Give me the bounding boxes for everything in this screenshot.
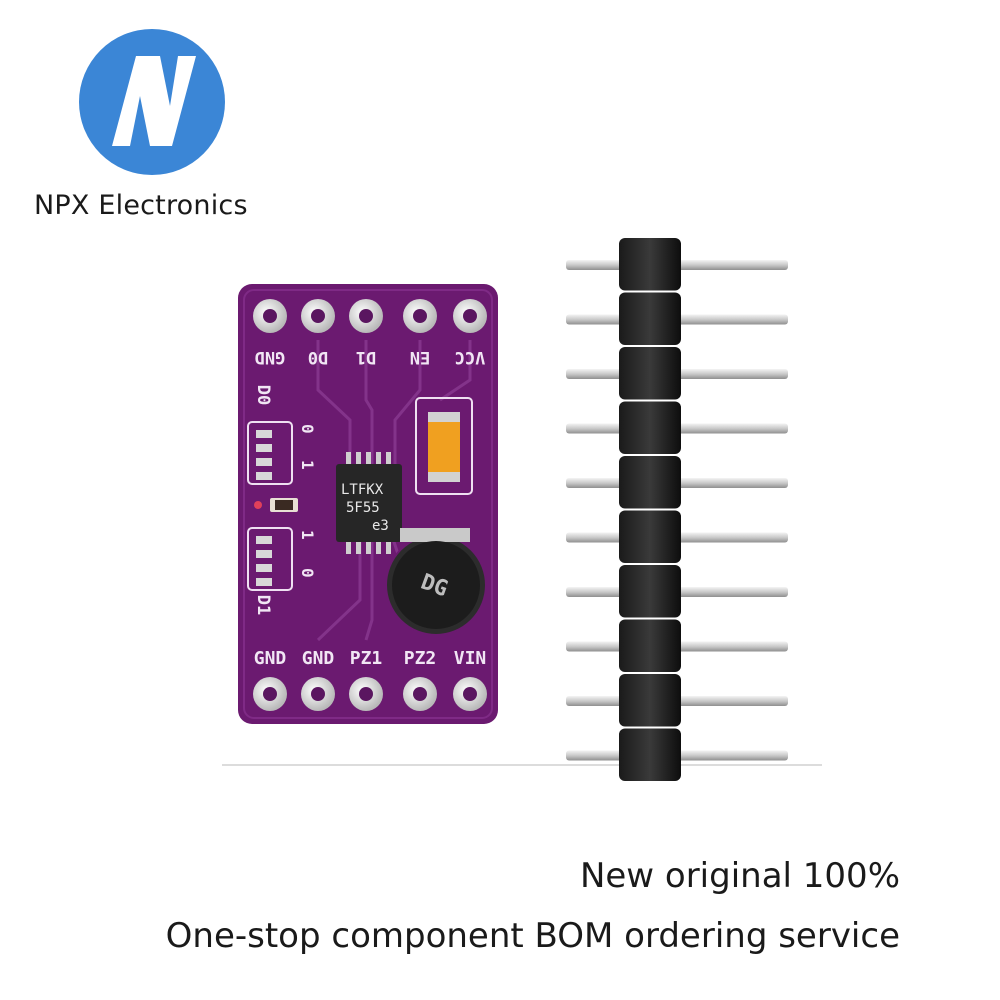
chip-line-3: e3	[372, 518, 389, 534]
bottom-pads	[253, 677, 487, 711]
jumper-d0-digit-1: 1	[298, 460, 317, 470]
header-block	[619, 238, 681, 291]
tagline-line-2: One-stop component BOM ordering service	[165, 916, 900, 956]
jumper-d0: 0 1	[247, 421, 317, 485]
brand-logo	[79, 29, 225, 175]
pin-label-d1: D1	[356, 347, 376, 367]
header-block	[619, 347, 681, 400]
chip-line-1: LTFKX	[341, 482, 384, 498]
top-pads	[253, 299, 487, 333]
inductor: DG	[385, 528, 487, 636]
breakout-board: GND D0 D1 EN VCC GND GND PZ1 PZ2 VIN D0 …	[238, 284, 498, 724]
jumper-d1-digit-1: 1	[298, 530, 317, 540]
jumper-d1-digit-0: 0	[298, 568, 317, 578]
header-block	[619, 619, 681, 672]
side-label-d0: D0	[253, 385, 273, 405]
pin-label-gnd-1: GND	[254, 648, 287, 669]
header-block	[619, 728, 681, 781]
top-pin-labels: GND D0 D1 EN VCC	[255, 347, 486, 367]
header-block	[619, 292, 681, 345]
header-block	[619, 565, 681, 618]
pin-label-en: EN	[410, 347, 430, 367]
ic-chip: LTFKX 5F55 e3	[336, 452, 402, 554]
bottom-pin-labels: GND GND PZ1 PZ2 VIN	[254, 648, 487, 669]
header-block	[619, 401, 681, 454]
chip-line-2: 5F55	[346, 500, 380, 516]
side-label-d1: D1	[253, 595, 273, 615]
header-block	[619, 674, 681, 727]
tagline-line-1: New original 100%	[579, 856, 900, 896]
pin-label-gnd-top: GND	[255, 347, 286, 367]
led-dot	[254, 501, 262, 509]
pin-label-vcc: VCC	[455, 347, 486, 367]
logo-n-icon	[112, 56, 196, 146]
jumper-d0-digit-0: 0	[298, 424, 317, 434]
pin-label-vin: VIN	[454, 648, 487, 669]
pin-label-gnd-2: GND	[302, 648, 335, 669]
brand-name: NPX Electronics	[34, 190, 248, 221]
pin-header	[566, 238, 788, 781]
header-block	[619, 456, 681, 509]
jumper-d1: 1 0	[247, 527, 317, 591]
pin-label-pz1: PZ1	[350, 648, 383, 669]
tantalum-capacitor	[415, 397, 473, 495]
pin-label-d0: D0	[308, 347, 328, 367]
header-block	[619, 510, 681, 563]
pin-label-pz2: PZ2	[404, 648, 437, 669]
